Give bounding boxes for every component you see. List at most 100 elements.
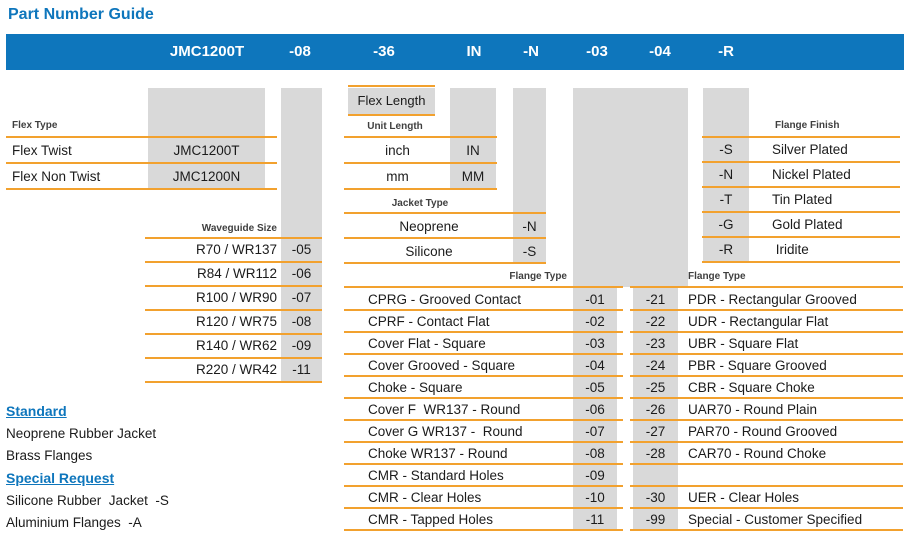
flange1-name: CMR - Tapped Holes (368, 512, 494, 527)
jacket-code: -S (522, 244, 537, 259)
divider-line (630, 419, 903, 421)
divider-line (702, 261, 900, 263)
jacket-name: Silicone (405, 244, 453, 259)
unit-name: mm (386, 169, 409, 184)
divider-line (630, 353, 903, 355)
flange2-name: PAR70 - Round Grooved (688, 424, 838, 439)
waveguide-name: R220 / WR42 (195, 362, 277, 377)
flange2-name: PBR - Square Grooved (688, 358, 827, 373)
finish-code: -R (718, 242, 734, 257)
flex-type-code: JMC1200N (172, 169, 241, 184)
part-number-bar: JMC1200T -08 -36 IN -N -03 -04 -R (6, 34, 904, 70)
divider-line (702, 211, 900, 213)
column-highlight-model (148, 88, 265, 189)
divider-line (344, 375, 623, 377)
divider-line (630, 331, 903, 333)
divider-line (630, 441, 903, 443)
flange1-code: -09 (585, 468, 605, 483)
divider-line (6, 188, 277, 190)
column-highlight-finish (703, 88, 749, 262)
divider-line (145, 309, 322, 311)
jacket-code: -N (522, 219, 537, 234)
flange1-name: CMR - Clear Holes (368, 490, 482, 505)
divider-line (344, 309, 623, 311)
unit-length-label: Unit Length (367, 121, 423, 132)
flex-length-box: Flex Length (348, 88, 435, 114)
finish-code: -S (719, 142, 733, 157)
flange1-code: -10 (585, 490, 605, 505)
standard-item: Brass Flanges (6, 448, 93, 463)
special-request-item: Silicone Rubber Jacket -S (6, 493, 169, 508)
flange2-code: -25 (645, 380, 666, 395)
column-highlight-flange-wide (573, 88, 688, 287)
flange-finish-label: Flange Finish (775, 120, 840, 131)
waveguide-code: -11 (292, 362, 311, 377)
flange2-name: CBR - Square Choke (688, 380, 815, 395)
part-segment-model: JMC1200T (169, 43, 245, 60)
flange2-name: UDR - Rectangular Flat (688, 314, 829, 329)
divider-line (6, 162, 277, 164)
finish-name: Tin Plated (772, 192, 833, 207)
finish-code: -G (718, 217, 734, 232)
divider-line (348, 85, 435, 87)
divider-line (344, 286, 623, 288)
finish-name: Iridite (772, 242, 809, 257)
standard-item: Neoprene Rubber Jacket (6, 426, 157, 441)
flange1-name: Cover Flat - Square (368, 336, 486, 351)
jacket-name: Neoprene (399, 219, 459, 234)
divider-line (344, 136, 497, 138)
flange1-code: -11 (585, 512, 605, 527)
column-highlight-flange1 (573, 287, 617, 531)
waveguide-name: R140 / WR62 (195, 338, 277, 353)
flex-type-label: Flex Type (12, 120, 58, 131)
flex-type-name: Flex Non Twist (12, 169, 101, 184)
divider-line (344, 485, 623, 487)
flange1-name: Cover F WR137 - Round (368, 402, 521, 417)
unit-code: MM (461, 169, 485, 184)
part-segment-length: -36 (373, 43, 395, 60)
waveguide-code: -06 (291, 266, 312, 281)
divider-line (630, 485, 903, 487)
flex-type-code: JMC1200T (173, 143, 240, 158)
flange2-code: -22 (645, 314, 666, 329)
finish-name: Gold Plated (772, 217, 843, 232)
flange2-code: -21 (645, 292, 666, 307)
divider-line (344, 441, 623, 443)
standard-heading: Standard (6, 403, 67, 419)
divider-line (344, 353, 623, 355)
divider-line (6, 136, 277, 138)
finish-name: Nickel Plated (772, 167, 851, 182)
part-segment-flange2: -04 (649, 43, 671, 60)
flange-type-primary-label: Flange Type (509, 271, 567, 282)
flange2-name: PDR - Rectangular Grooved (688, 292, 857, 307)
part-segment-jacket: -N (523, 43, 539, 60)
flange2-code: -99 (645, 512, 666, 527)
page-title: Part Number Guide (8, 6, 154, 23)
flange2-name: Special - Customer Specified (688, 512, 863, 527)
flange1-code: -07 (585, 424, 605, 439)
waveguide-name: R100 / WR90 (195, 290, 277, 305)
waveguide-name: R70 / WR137 (195, 242, 277, 257)
divider-line (145, 237, 322, 239)
column-highlight-unit (450, 88, 496, 189)
divider-line (630, 463, 903, 465)
divider-line (145, 261, 322, 263)
flange1-code: -08 (585, 446, 605, 461)
flange1-name: Choke WR137 - Round (368, 446, 508, 461)
flange1-name: CPRF - Contact Flat (368, 314, 490, 329)
flange1-name: Cover G WR137 - Round (368, 424, 523, 439)
divider-line (344, 529, 623, 531)
divider-line (344, 237, 546, 239)
waveguide-code: -09 (291, 338, 312, 353)
finish-name: Silver Plated (772, 142, 848, 157)
flange1-code: -05 (585, 380, 605, 395)
part-segment-unit: IN (466, 43, 482, 60)
divider-line (344, 188, 497, 190)
divider-line (702, 161, 900, 163)
flange1-name: CPRG - Grooved Contact (368, 292, 522, 307)
flange2-name: UER - Clear Holes (688, 490, 800, 505)
column-highlight-flange2 (633, 287, 678, 531)
flange2-name: UAR70 - Round Plain (688, 402, 818, 417)
flange1-code: -01 (585, 292, 605, 307)
divider-line (702, 186, 900, 188)
